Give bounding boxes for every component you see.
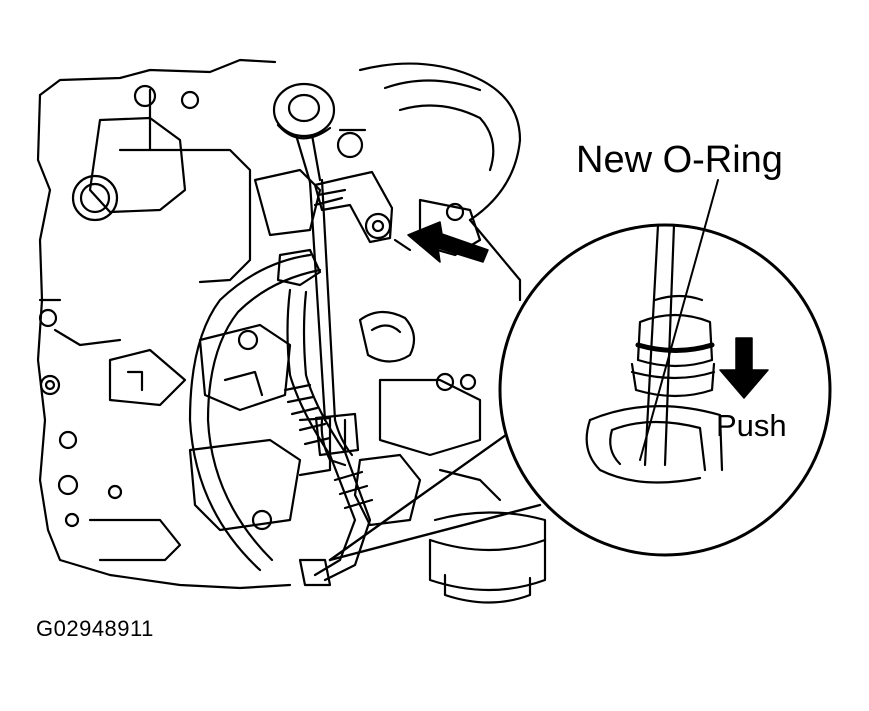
oring-leader-line	[639, 179, 719, 461]
push-label: Push	[716, 408, 787, 443]
engine-block	[36, 58, 522, 590]
figure-code: G02948911	[36, 616, 154, 641]
oil-pan	[428, 511, 547, 604]
dipstick-tube	[272, 82, 354, 467]
detail-inset	[585, 223, 724, 484]
detail-callout	[328, 223, 832, 562]
tube-bracket	[313, 170, 394, 457]
bolt-arrow	[407, 221, 489, 263]
new-oring-label: New O-Ring	[576, 139, 783, 181]
push-arrow	[719, 337, 769, 399]
